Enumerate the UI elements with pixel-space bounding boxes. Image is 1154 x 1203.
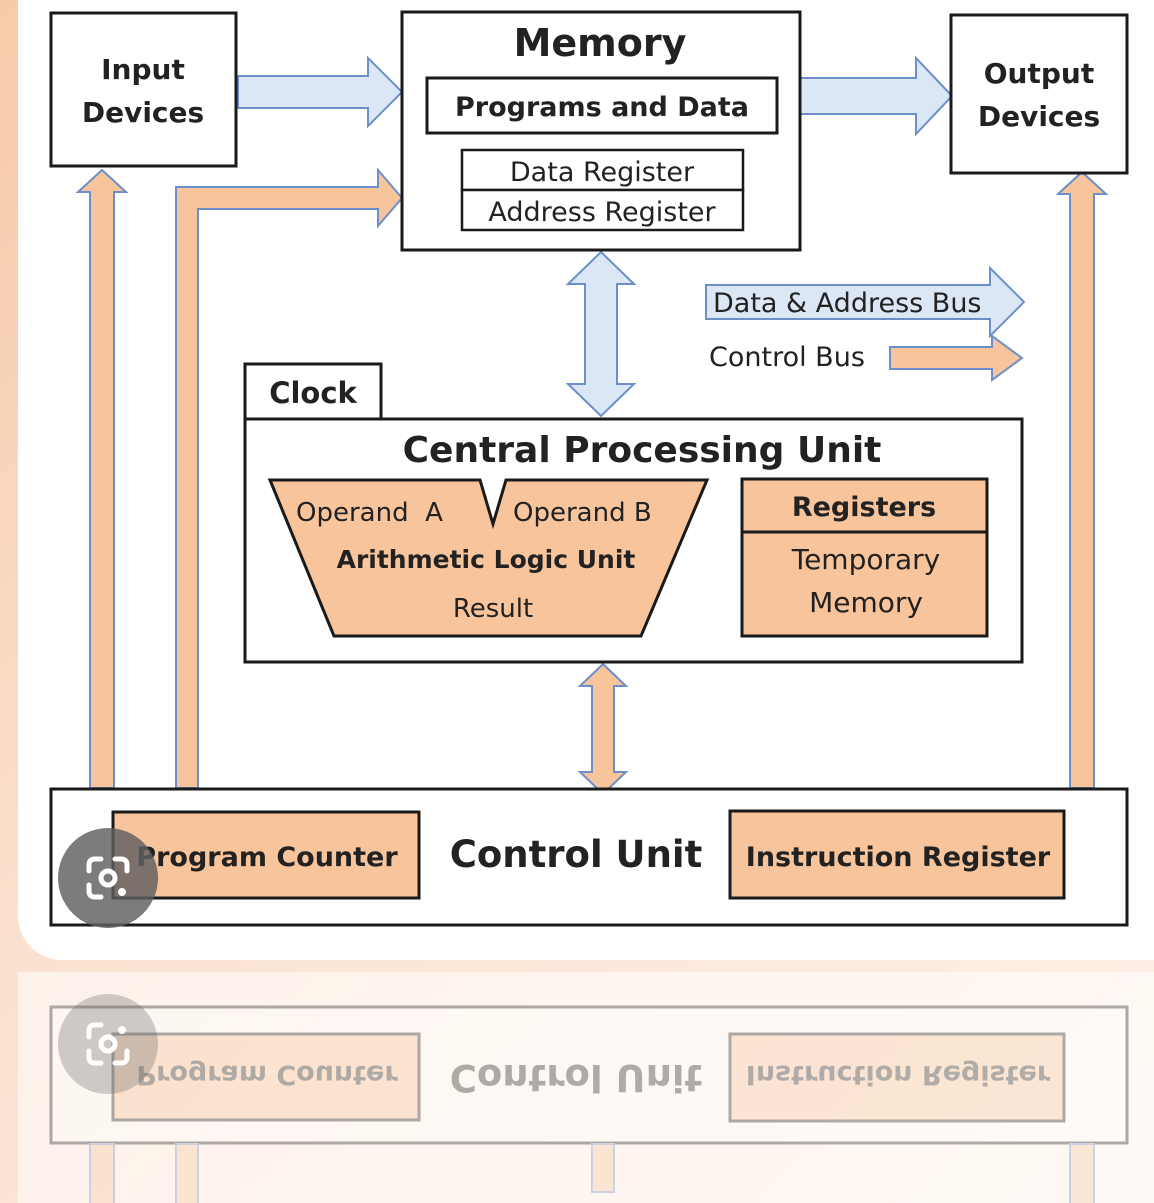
reflection-lens-icon xyxy=(86,1022,130,1066)
data-register-box xyxy=(460,148,745,192)
output-devices-box xyxy=(949,13,1129,175)
visual-search-button[interactable] xyxy=(58,828,158,928)
instruction-register-box xyxy=(728,809,1066,900)
programs-and-data-label: Programs and Data xyxy=(455,92,749,123)
reflection-instruction-register-label: Instruction Register xyxy=(746,1059,1051,1090)
control-bus-arrow-cpu-cu xyxy=(577,662,629,796)
google-lens-icon xyxy=(86,856,130,900)
address-register-box xyxy=(460,188,745,232)
reflection-lens-button xyxy=(58,994,158,1094)
reflection-diagram: Program Counter Control Unit Instruction… xyxy=(49,1005,1129,1203)
program-counter-label: Program Counter xyxy=(136,842,398,873)
reflection-program-counter-label: Program Counter xyxy=(136,1059,398,1090)
control-bus-arrow-input xyxy=(75,168,129,789)
reflection-arrow-right xyxy=(1069,1143,1095,1203)
registers-line2: Memory xyxy=(809,586,923,619)
reflection-control-unit-box xyxy=(49,1005,1129,1145)
alu-name: Arithmetic Logic Unit xyxy=(337,545,636,574)
computer-architecture-diagram: Input Devices Output Devices Memory Prog… xyxy=(49,10,1129,927)
instruction-register-label: Instruction Register xyxy=(746,842,1051,873)
input-devices-box xyxy=(49,11,238,168)
input-devices-label-2: Devices xyxy=(82,96,204,129)
registers-box xyxy=(740,477,989,638)
reflection-strip: Program Counter Control Unit Instruction… xyxy=(18,972,1154,1203)
registers-title: Registers xyxy=(792,492,936,523)
memory-title: Memory xyxy=(514,21,687,65)
reflection-arrow-middle xyxy=(175,1143,199,1203)
legend-control-bus-arrow xyxy=(889,334,1024,382)
alu-shape xyxy=(267,478,710,638)
alu-operand-b: Operand B xyxy=(513,498,652,528)
clock-box xyxy=(243,362,383,422)
data-bus-arrow-input-memory xyxy=(237,55,404,129)
cpu-title: Central Processing Unit xyxy=(403,430,882,471)
reflection-program-counter-box xyxy=(111,1032,421,1122)
control-bus-arrow-memory xyxy=(175,167,404,789)
output-devices-label-1: Output xyxy=(984,57,1094,90)
output-devices-label-2: Devices xyxy=(978,100,1100,133)
address-register-label: Address Register xyxy=(488,197,716,228)
alu-result: Result xyxy=(453,594,533,624)
alu-operand-a: Operand A xyxy=(296,498,443,528)
data-bus-arrow-memory-output xyxy=(799,55,954,137)
data-bus-arrow-memory-cpu xyxy=(565,250,637,418)
control-bus-arrow-output xyxy=(1055,170,1109,789)
program-counter-box xyxy=(111,810,421,900)
legend-data-bus-label: Data & Address Bus xyxy=(713,288,982,319)
reflection-control-unit-title: Control Unit xyxy=(450,1056,703,1099)
programs-and-data-box xyxy=(425,76,779,135)
input-devices-label-1: Input xyxy=(101,53,185,86)
legend-data-bus-arrow xyxy=(705,265,1026,339)
reflection-arrow-cpu-cu xyxy=(591,1143,615,1193)
reflection-arrow-left xyxy=(89,1143,115,1203)
clock-label: Clock xyxy=(269,376,357,410)
registers-line1: Temporary xyxy=(791,543,941,576)
control-unit-title: Control Unit xyxy=(450,833,703,876)
data-register-label: Data Register xyxy=(510,157,695,188)
reflection-instruction-register-box xyxy=(728,1032,1066,1123)
legend-control-bus-label: Control Bus xyxy=(709,342,865,373)
